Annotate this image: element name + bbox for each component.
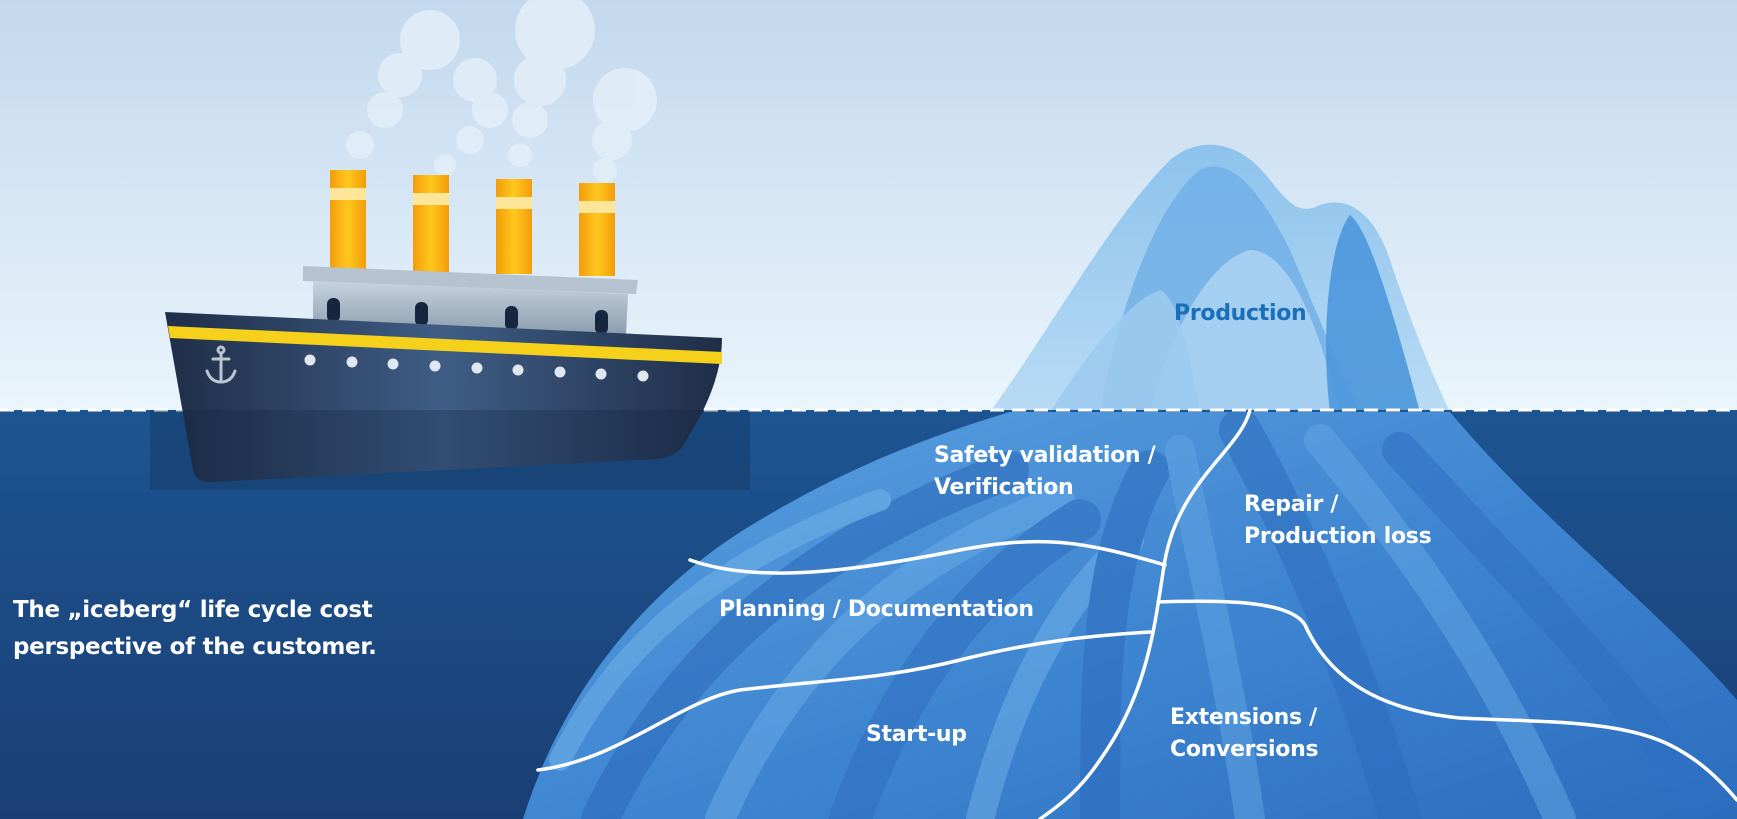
caption-line-1: The „iceberg“ life cycle cost bbox=[13, 597, 373, 623]
repair-line-1: Repair / bbox=[1244, 492, 1339, 517]
startup-label: Start-up bbox=[866, 719, 967, 751]
production-text: Production bbox=[1174, 301, 1307, 326]
anchor-icon bbox=[205, 345, 237, 384]
section-dividers bbox=[536, 408, 1737, 819]
ship-portholes bbox=[304, 354, 649, 382]
planning-text: Planning / Documentation bbox=[719, 597, 1034, 622]
caption-line-2: perspective of the customer. bbox=[13, 634, 377, 660]
startup-text: Start-up bbox=[866, 722, 967, 747]
iceberg-peak bbox=[991, 144, 1450, 410]
repair-label: Repair / Production loss bbox=[1244, 489, 1432, 553]
production-label: Production bbox=[1174, 298, 1307, 330]
ship-funnels bbox=[330, 170, 615, 276]
safety-validation-label: Safety validation / Verification bbox=[934, 440, 1156, 504]
caption: The „iceberg“ life cycle cost perspectiv… bbox=[13, 592, 377, 666]
safety-line-2: Verification bbox=[934, 475, 1074, 500]
extensions-line-2: Conversions bbox=[1170, 737, 1319, 762]
safety-line-1: Safety validation / bbox=[934, 443, 1156, 468]
repair-line-2: Production loss bbox=[1244, 524, 1432, 549]
iceberg bbox=[523, 410, 1737, 819]
extensions-line-1: Extensions / bbox=[1170, 705, 1317, 730]
extensions-label: Extensions / Conversions bbox=[1170, 702, 1319, 766]
planning-label: Planning / Documentation bbox=[719, 594, 1034, 626]
ship bbox=[150, 170, 750, 490]
smoke bbox=[346, 0, 657, 182]
